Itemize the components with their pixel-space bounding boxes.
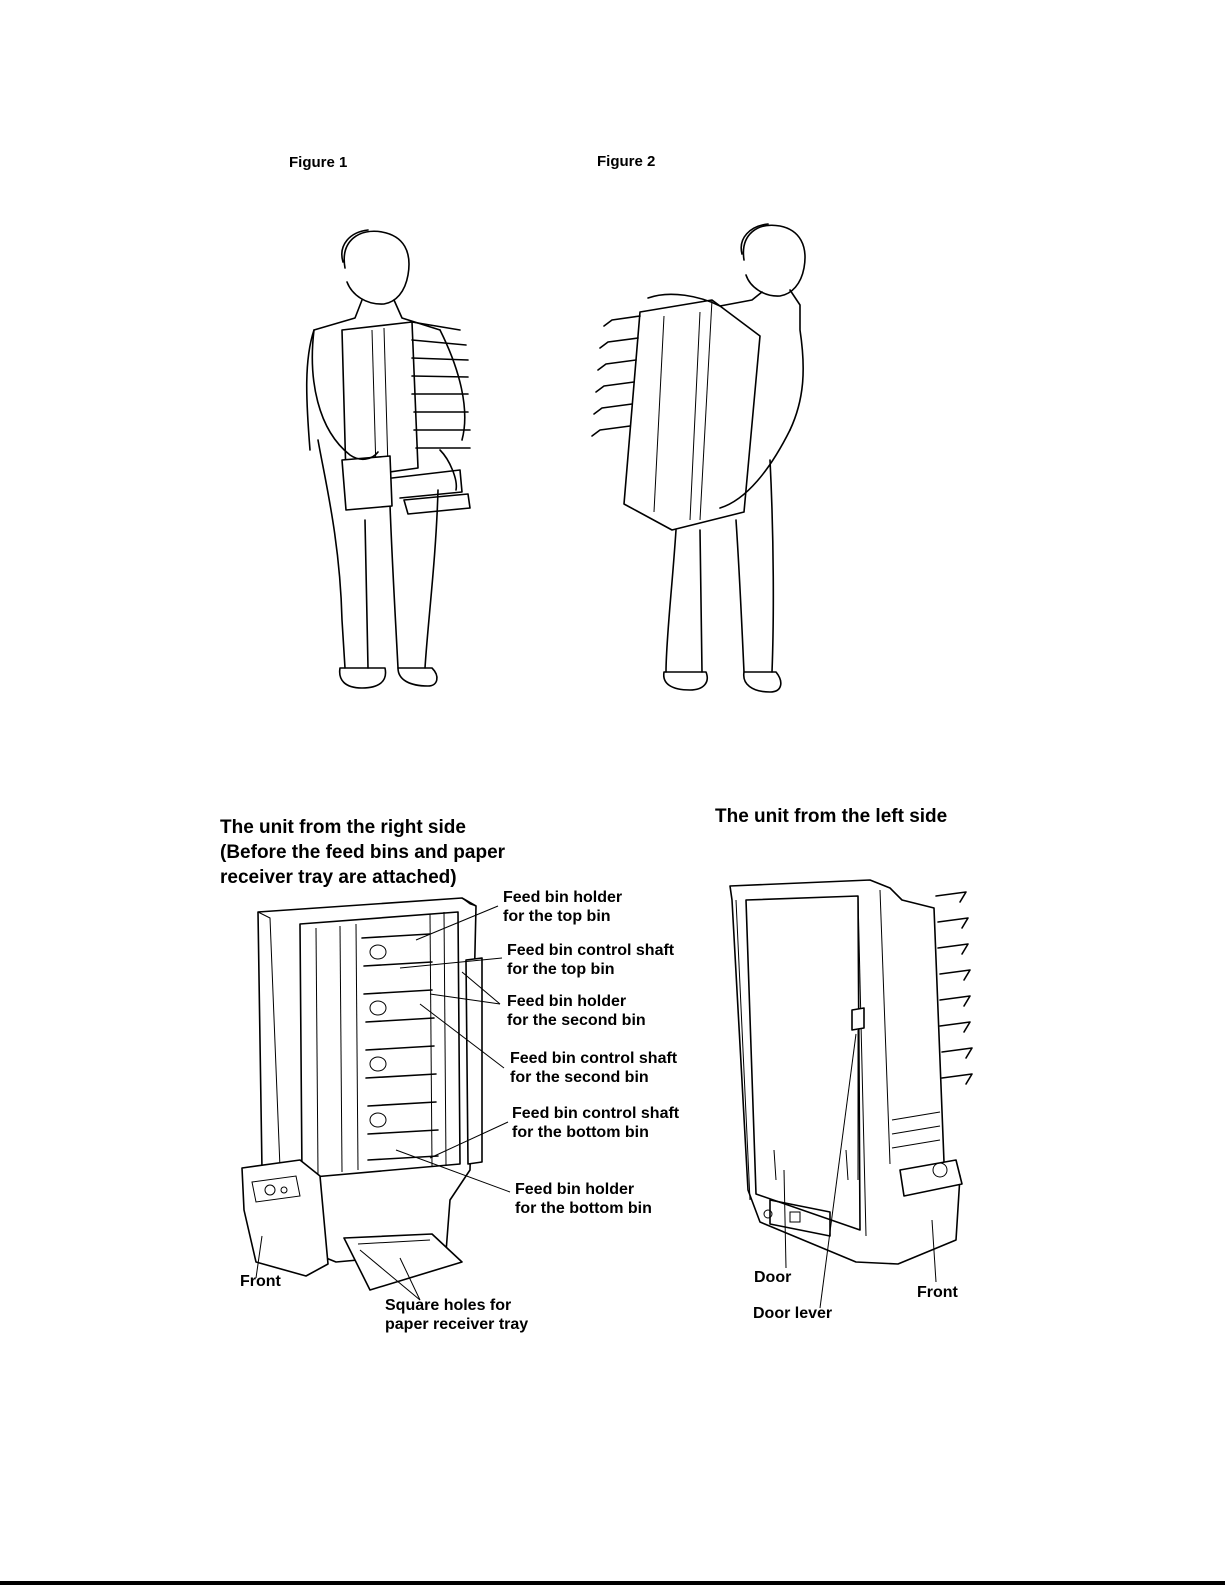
callout-holder-bottom: Feed bin holder for the bottom bin	[515, 1180, 652, 1218]
callout-shaft-bottom-line-2: for the bottom bin	[512, 1124, 649, 1141]
callout-holder-second: Feed bin holder for the second bin	[507, 992, 646, 1030]
callout-holder-top-line-2: for the top bin	[503, 908, 611, 925]
right-side-leader-lines	[255, 905, 511, 1301]
callout-holder-bottom-line-1: Feed bin holder	[515, 1181, 635, 1198]
callout-front-right-view: Front	[240, 1273, 281, 1290]
callout-shaft-second-line-2: for the second bin	[510, 1069, 649, 1086]
callout-shaft-bottom-line-1: Feed bin control shaft	[512, 1105, 680, 1122]
callout-shaft-second-line-1: Feed bin control shaft	[510, 1050, 678, 1067]
figure1-caption: Figure 1	[289, 154, 348, 171]
callout-square-holes: Square holes for paper receiver tray	[385, 1296, 528, 1334]
callout-door: Door	[754, 1269, 792, 1286]
callout-shaft-top: Feed bin control shaft for the top bin	[507, 941, 674, 979]
callout-shaft-second: Feed bin control shaft for the second bi…	[510, 1049, 677, 1087]
callout-shaft-top-line-2: for the top bin	[507, 961, 615, 978]
callout-shaft-bottom: Feed bin control shaft for the bottom bi…	[512, 1104, 679, 1142]
callout-square-holes-line-1: Square holes for	[385, 1297, 512, 1314]
callout-holder-second-line-2: for the second bin	[507, 1012, 646, 1029]
callout-holder-second-line-1: Feed bin holder	[507, 993, 627, 1010]
callout-holder-top: Feed bin holder for the top bin	[503, 888, 622, 926]
right-side-heading: The unit from the right side (Before the…	[220, 815, 505, 890]
callout-holder-top-line-1: Feed bin holder	[503, 889, 623, 906]
callout-shaft-top-line-1: Feed bin control shaft	[507, 942, 675, 959]
left-side-heading: The unit from the left side	[715, 806, 948, 827]
callout-holder-bottom-line-2: for the bottom bin	[515, 1200, 652, 1217]
right-side-heading-line-2: (Before the feed bins and paper	[220, 842, 506, 863]
figure2-caption: Figure 2	[597, 153, 656, 170]
figure1-illustration	[305, 229, 471, 689]
callout-door-lever: Door lever	[753, 1305, 833, 1322]
callout-front-left-view: Front	[917, 1284, 958, 1301]
left-side-unit-illustration	[729, 879, 973, 1265]
right-side-heading-line-3: receiver tray are attached)	[220, 867, 457, 888]
bottom-border-rule	[0, 1581, 1225, 1585]
right-side-heading-line-1: The unit from the right side	[220, 817, 466, 838]
figure2-illustration	[591, 223, 806, 693]
callout-square-holes-line-2: paper receiver tray	[385, 1316, 529, 1333]
right-side-unit-illustration	[241, 897, 483, 1291]
left-side-leader-lines	[783, 1033, 937, 1309]
